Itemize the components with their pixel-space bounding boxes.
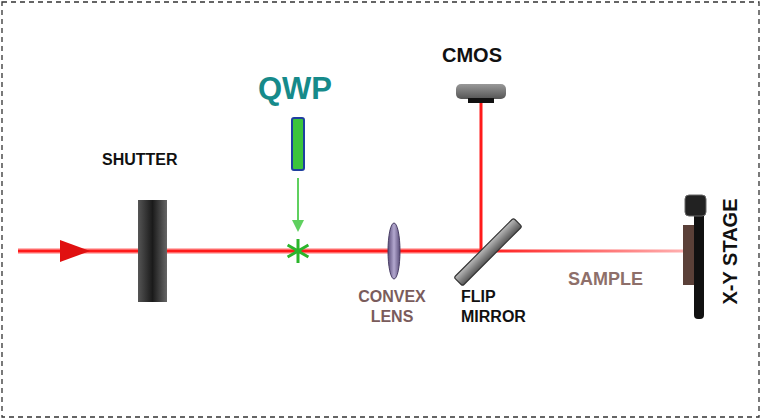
- cmos-sensor: [468, 98, 494, 103]
- shutter-label: SHUTTER: [102, 150, 212, 170]
- qwp-label: QWP: [258, 70, 358, 109]
- flip-mirror: [454, 218, 522, 286]
- convex-lens: [388, 223, 400, 279]
- stage-knob: [685, 195, 706, 216]
- cmos-camera: [456, 84, 506, 99]
- beam-arrow: [60, 240, 90, 262]
- xy-stage: [694, 205, 704, 319]
- laser-beam-to-sample: [481, 250, 683, 253]
- qwp-plate: [292, 118, 304, 170]
- lens-label: CONVEX LENS: [347, 287, 437, 327]
- insert-arrow-head: [292, 220, 304, 232]
- qwp-position-marker: [288, 239, 309, 263]
- cmos-label: CMOS: [442, 43, 522, 68]
- reflected-beam: [480, 103, 483, 251]
- sample: [683, 225, 694, 285]
- shutter-symbol: [138, 200, 167, 302]
- sample-label: SAMPLE: [568, 268, 678, 291]
- stage-label: X-Y STAGE: [718, 198, 743, 304]
- insert-arrow: [297, 178, 299, 222]
- mirror-label: FLIP MIRROR: [461, 287, 551, 327]
